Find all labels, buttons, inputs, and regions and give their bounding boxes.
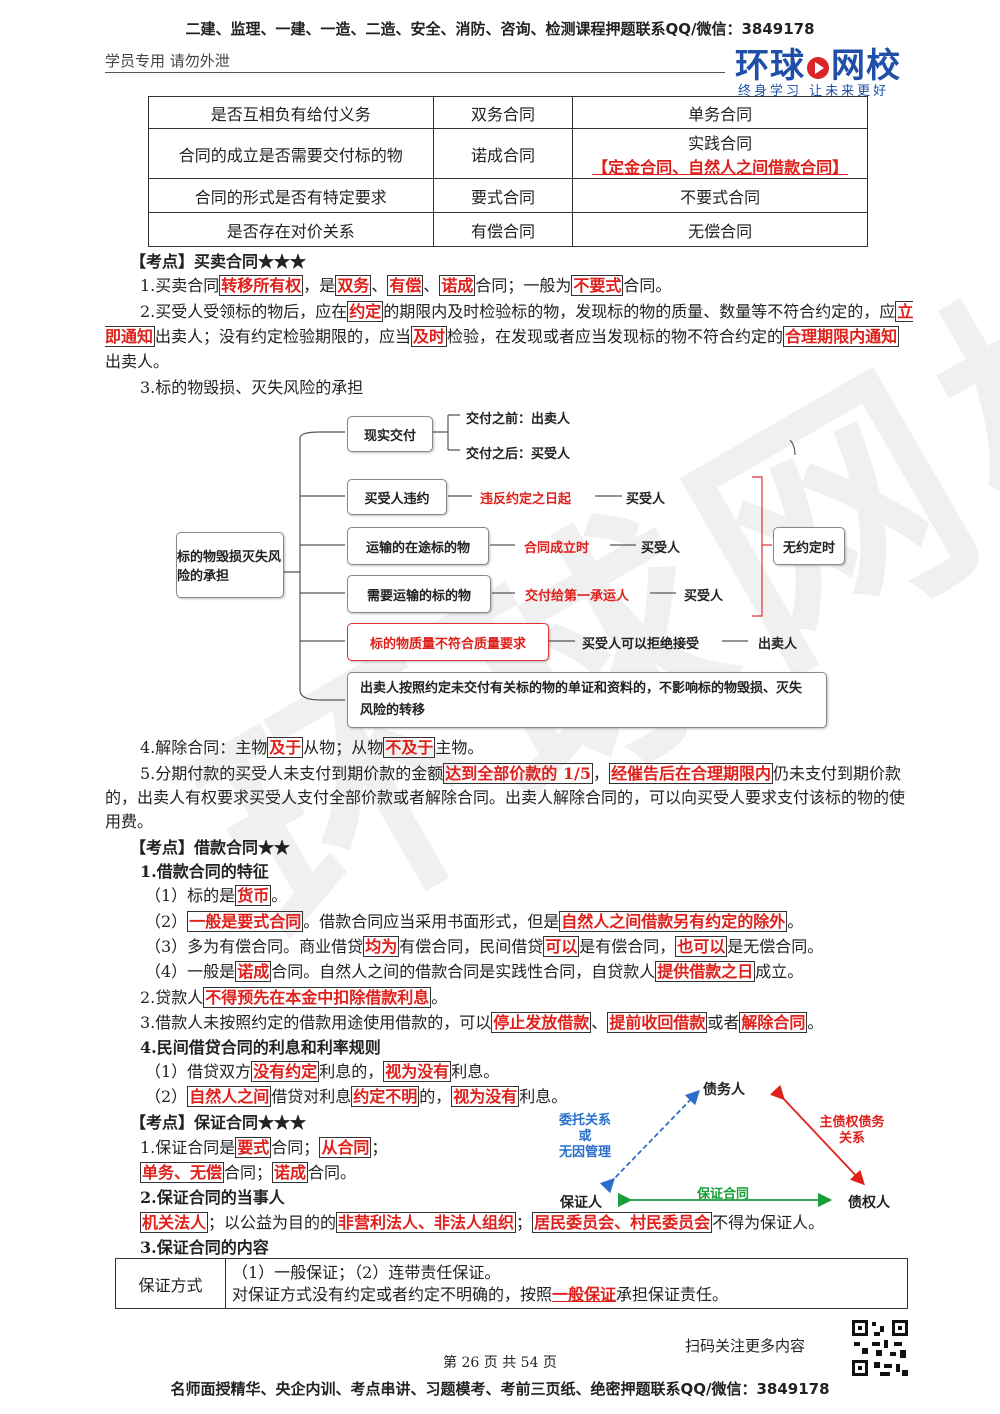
table-cell: 有偿合同	[432, 212, 574, 247]
loan-l8: （2）自然人之间借贷对利息约定不明的，视为没有利息。	[145, 1086, 568, 1107]
sale-p5: 5.分期付款的买受人未支付到期价款的金额达到全部价款的 1/5，经催告后在合理期…	[105, 763, 906, 831]
diagram-text: 交付之后：买受人	[466, 447, 571, 462]
diagram-node-actual-delivery: 现实交付	[347, 416, 433, 452]
header-top-line: 二建、监理、一建、一造、二造、安全、消防、咨询、检测课程押题联系QQ/微信：38…	[185, 20, 815, 38]
section-title-guarantee: 【考点】保证合同★★★	[130, 1113, 307, 1132]
diagram-node-in-transit: 运输的在途标的物	[347, 527, 489, 565]
table-cell: 无偿合同	[572, 212, 868, 247]
table-cell: （1）一般保证；（2）连带责任保证。 对保证方式没有约定或者约定不明确的，按照一…	[225, 1258, 908, 1309]
loan-l4: （4）一般是诺成合同。自然人之间的借款合同是实践性合同，自贷款人提供借款之日成立…	[145, 961, 804, 982]
table-cell: 不要式合同	[572, 178, 868, 213]
header-divider	[105, 72, 725, 73]
diagram-node-buyer-breach: 买受人违约	[347, 479, 447, 515]
diagram-node-no-agreement: 无约定时	[773, 527, 845, 565]
qr-caption: 扫码关注更多内容	[685, 1337, 806, 1355]
loan-l3: （3）多为有偿合同。商业借贷均为有偿合同，民间借贷可以是有偿合同，也可以是无偿合…	[145, 936, 824, 957]
sale-p1: 1.买卖合同转移所有权，是双务、有偿、诺成合同；一般为不要式合同。	[140, 275, 672, 296]
guarantee-method-table: 保证方式 （1）一般保证；（2）连带责任保证。 对保证方式没有约定或者约定不明确…	[115, 1258, 908, 1309]
guar-h3: 3.保证合同的内容	[140, 1238, 269, 1257]
section-title-loan: 【考点】借款合同★★	[130, 838, 291, 857]
qr-code-icon	[850, 1318, 910, 1378]
loan-h1: 1.借款合同的特征	[140, 862, 269, 881]
loan-l7: （1）借贷双方没有约定利息的，视为没有利息。	[145, 1061, 500, 1082]
diagram-node-documents: 出卖人按照约定未交付有关标的物的单证和资料的，不影响标的物毁损、灭失风险的转移	[347, 672, 827, 728]
page-number: 第 26 页 共 54 页	[443, 1355, 557, 1371]
diagram-node-needs-transport: 需要运输的标的物	[347, 575, 491, 613]
diagram-node-quality: 标的物质量不符合质量要求	[347, 623, 549, 661]
play-icon	[807, 56, 829, 79]
diagram-text: 违反约定之日起	[480, 492, 572, 507]
diagram2-left-label: 委托关系或无因管理	[558, 1113, 611, 1160]
table-cell: 是否存在对价关系	[148, 212, 434, 247]
footer-bottom-line: 名师面授精华、央企内训、考点串讲、习题模考、考前三页纸、绝密押题联系QQ/微信：…	[170, 1380, 830, 1398]
guar-l3: 机关法人；以公益为目的的非营利法人、非法人组织；居民委员会、村民委员会不得为保证…	[140, 1212, 825, 1233]
diagram-text: 买受人可以拒绝接受	[582, 637, 700, 652]
diagram-root: 标的物毁损灭失风险的承担	[176, 532, 284, 598]
diagram2-creditor: 债权人	[848, 1195, 890, 1211]
guar-h2: 2.保证合同的当事人	[140, 1188, 285, 1207]
sale-p2: 2.买受人受领标的物后，应在约定的期限内及时检验标的物，发现标的物的质量、数量等…	[105, 301, 914, 371]
diagram-text: 交付之前：出卖人	[466, 412, 571, 427]
table-cell: 保证方式	[115, 1258, 226, 1309]
diagram2-guarantor: 保证人	[560, 1195, 602, 1211]
diagram2-debtor: 债务人	[703, 1082, 745, 1098]
diagram-text: 合同成立时	[524, 541, 590, 556]
loan-h4: 4.民间借贷合同的利息和利率规则	[140, 1038, 381, 1057]
table-cell: 实践合同【定金合同、自然人之间借款合同】	[572, 128, 868, 179]
guar-l1: 1.保证合同是要式合同；从合同；	[140, 1137, 388, 1158]
section-title-sale: 【考点】买卖合同★★★	[130, 252, 307, 271]
loan-l2: （2）一般是要式合同。借款合同应当采用书面形式，但是自然人之间借款另有约定的除外…	[145, 911, 804, 932]
diagram2-right-label: 主债权债务关系	[819, 1115, 885, 1146]
contract-type-table: 是否互相负有给付义务双务合同单务合同 合同的成立是否需要交付标的物诺成合同实践合…	[148, 96, 868, 247]
brand-logo: 环球网校	[735, 46, 901, 86]
table-cell: 合同的成立是否需要交付标的物	[148, 128, 434, 179]
diagram-text: 出卖人	[758, 637, 798, 652]
guar-l2: 单务、无偿合同；诺成合同。	[140, 1162, 357, 1183]
diagram-text: 买受人	[641, 541, 681, 556]
diagram-text: 交付给第一承运人	[525, 589, 630, 604]
loan-l1: （1）标的是货币。	[145, 885, 288, 906]
table-cell: 合同的形式是否有特定要求	[148, 178, 434, 213]
diagram-text: 买受人	[626, 492, 666, 507]
loan-l6: 3.借款人未按照约定的借款用途使用借款的，可以停止发放借款、提前收回借款或者解除…	[140, 1012, 824, 1033]
table-cell: 要式合同	[432, 178, 574, 213]
diagram2-bottom-label: 保证合同	[697, 1187, 750, 1202]
brand-slogan: 终身学习 让未来更好	[738, 84, 890, 99]
loan-l5: 2.贷款人不得预先在本金中扣除借款利息。	[140, 987, 448, 1008]
sale-p3: 3.标的物毁损、灭失风险的承担	[140, 378, 364, 397]
header-sub-left: 学员专用 请勿外泄	[105, 52, 230, 70]
diagram-text: 买受人	[684, 589, 724, 604]
sale-p4: 4.解除合同：主物及于从物；从物不及于主物。	[140, 737, 484, 758]
